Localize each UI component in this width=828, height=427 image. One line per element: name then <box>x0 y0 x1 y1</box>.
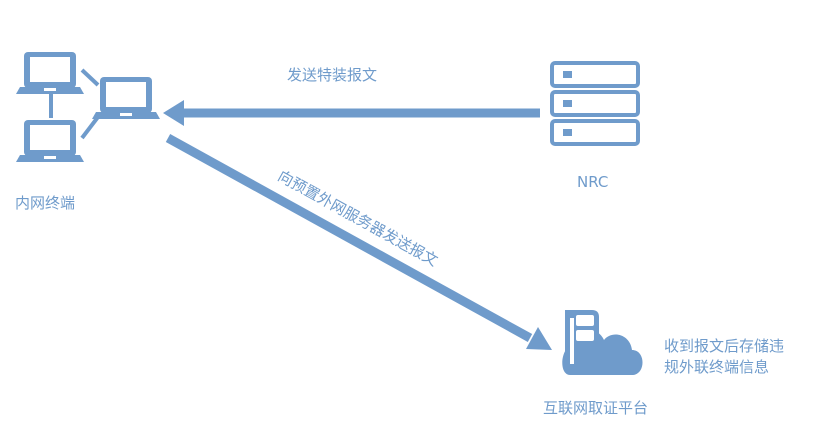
annotation-line-2: 规外联终端信息 <box>664 358 770 376</box>
laptop-icon <box>16 120 84 162</box>
arrow-intranet-to-platform <box>165 134 552 350</box>
nrc-label: NRC <box>577 173 609 191</box>
laptop-icon <box>92 77 160 119</box>
intranet-terminal-label: 内网终端 <box>15 194 76 212</box>
forensics-platform-label: 互联网取证平台 <box>543 399 649 417</box>
server-cloud-icon <box>562 310 643 375</box>
annotation-line-1: 收到报文后存储违 <box>664 337 785 355</box>
arrow-nrc-to-intranet <box>163 100 540 126</box>
server-rack-icon <box>550 61 640 146</box>
edge-label-send-packet: 发送特装报文 <box>287 66 378 84</box>
laptop-cluster-icon <box>16 52 160 162</box>
laptop-icon <box>16 52 84 94</box>
